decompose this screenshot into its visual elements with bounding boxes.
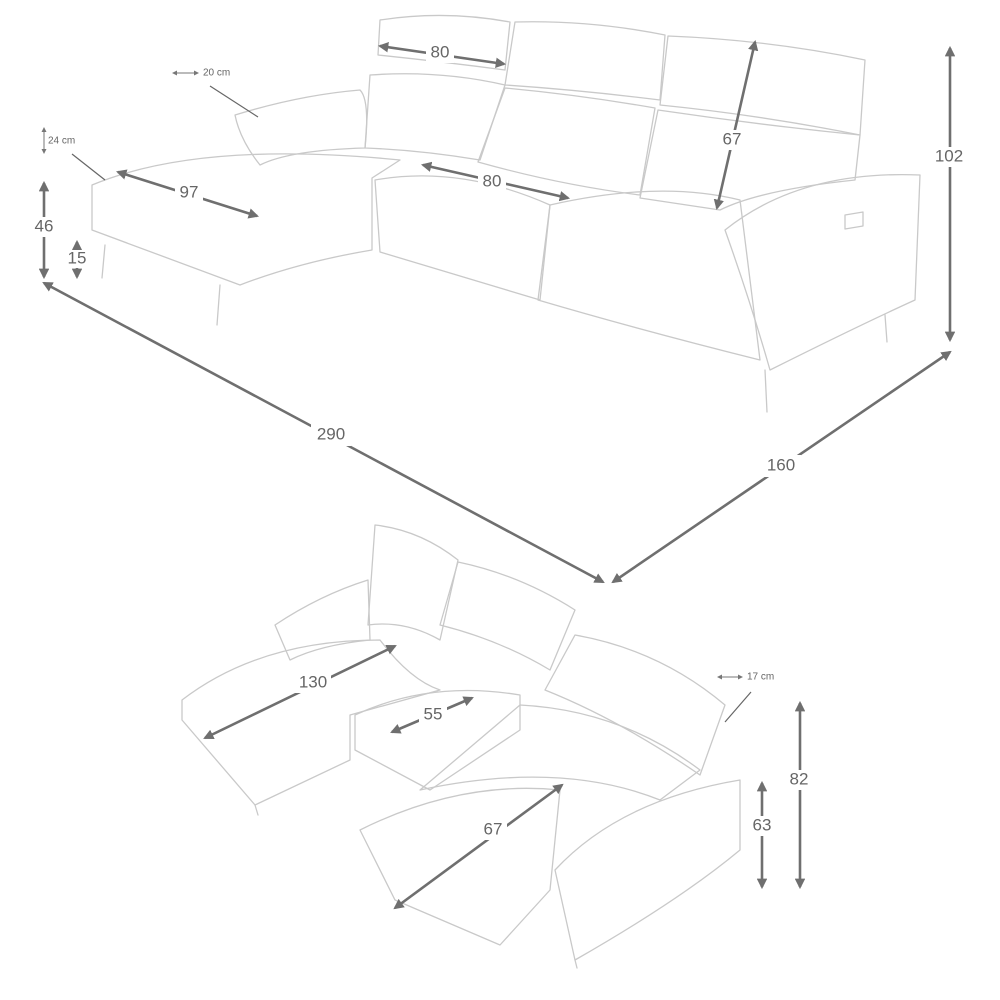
bottom-dimensions: 130 55 67 82 63 17 cm [203,644,814,910]
reclined-height-label: 82 [790,769,809,788]
total-height-label: 102 [935,146,963,165]
chaise-depth-label-bottom: 130 [299,672,327,691]
back-height-label: 67 [723,129,742,148]
leg-height-label: 15 [68,248,87,267]
chaise-length-label: 160 [767,455,795,474]
reclined-depth-arrow [393,783,564,910]
chaise-depth-label: 97 [180,182,199,201]
seat-height-label: 46 [35,216,54,235]
armrest-width-label: 20 cm [203,68,230,79]
seat-width-label: 80 [483,171,502,190]
armrest-width-label-bottom: 17 cm [747,672,774,683]
total-length-label: 290 [317,424,345,443]
armrest-height-label: 24 cm [48,136,75,147]
armrest-height-label-bottom: 63 [753,815,772,834]
seat-depth-label: 55 [424,704,443,723]
armrest-width-leader [209,85,259,118]
reclined-depth-label: 67 [484,819,503,838]
back-height-arrow [713,39,759,211]
armrest-height-leader [71,153,106,181]
bottom-sofa-illustration [181,524,741,969]
headrest-width-label: 80 [431,42,450,61]
top-dimensions: 80 67 102 80 97 46 15 290 160 20 cm 24 c… [30,39,968,584]
armrest-width-leader-bottom [724,691,752,723]
